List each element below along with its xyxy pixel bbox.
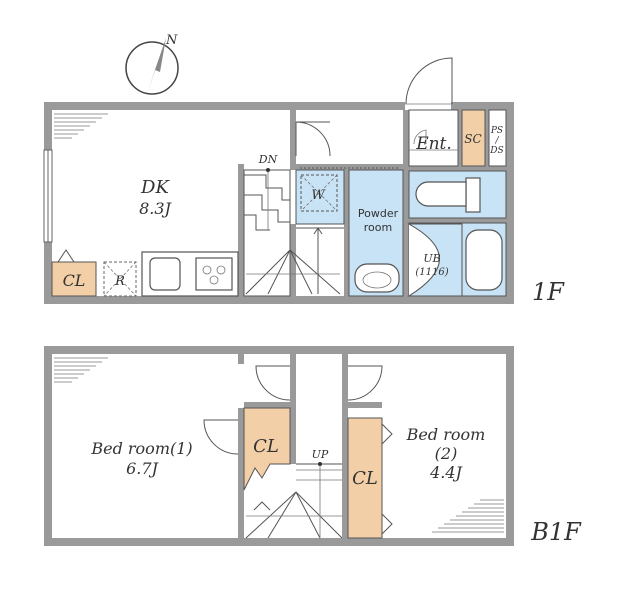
door-swing-bed1: [255, 365, 291, 401]
bed2-name-line2: (2): [435, 444, 458, 463]
ps-ds-shaft: [488, 109, 507, 167]
ds-label: DS: [489, 146, 503, 156]
entrance-label: Ent.: [415, 134, 452, 154]
bed1-name: Bed room(1): [90, 439, 192, 458]
shoe-closet: [461, 109, 486, 167]
toilet-bowl: [415, 181, 467, 207]
floor-b1f: Bed room(1) 6.7J CL UP CL Bed room (2) 4…: [44, 346, 582, 546]
bed1-size: 6.7J: [126, 459, 159, 478]
fridge-label: R: [114, 274, 125, 289]
up-label: UP: [312, 448, 329, 461]
sink: [149, 257, 181, 291]
door-swing-1f-hall: [295, 121, 331, 157]
stairs-b1f: [245, 462, 343, 539]
bath-label: UB: [423, 252, 440, 265]
closet-1f-label: CL: [63, 271, 86, 290]
dk-size: 8.3J: [139, 199, 172, 218]
door-swing-closet1: [203, 419, 239, 455]
stairs-1f: [243, 168, 344, 297]
hatch-marks-b1f: [54, 357, 108, 383]
entrance: [405, 57, 459, 167]
level-label-1f: 1F: [532, 278, 565, 306]
washer-label: W: [311, 188, 326, 203]
powder-room-label-line1: Powder: [358, 207, 399, 220]
bed2-size: 4.4J: [429, 463, 463, 482]
washer-area: [295, 169, 345, 225]
compass: N: [125, 33, 179, 95]
stove: [195, 257, 233, 291]
bed2-name-line1: Bed room: [406, 425, 486, 444]
door-swing-bed2: [347, 365, 383, 401]
down-label: DN: [258, 153, 278, 166]
closet-bed2-label: CL: [352, 468, 378, 489]
closet-bed1-label: CL: [253, 436, 279, 457]
powder-room-label-line2: room: [364, 221, 392, 234]
closet-bed2: [347, 417, 383, 539]
hatch-marks-b1f-right: [432, 499, 504, 533]
dk-name: DK: [140, 177, 170, 198]
bath-size: (1116): [415, 267, 448, 278]
level-label-b1f: B1F: [530, 518, 582, 546]
ps-label: PS: [490, 126, 503, 136]
closet-bed1: [243, 407, 291, 491]
toilet-tank: [465, 177, 481, 213]
ps-ds-slash: /: [494, 136, 499, 146]
entry-door-swing: [405, 57, 453, 105]
north-label: N: [165, 33, 178, 48]
floor-1f: DK 8.3J CL R: [43, 57, 565, 306]
shoe-closet-label: SC: [464, 132, 481, 146]
hatch-marks: [54, 113, 108, 139]
bathtub: [465, 229, 503, 291]
